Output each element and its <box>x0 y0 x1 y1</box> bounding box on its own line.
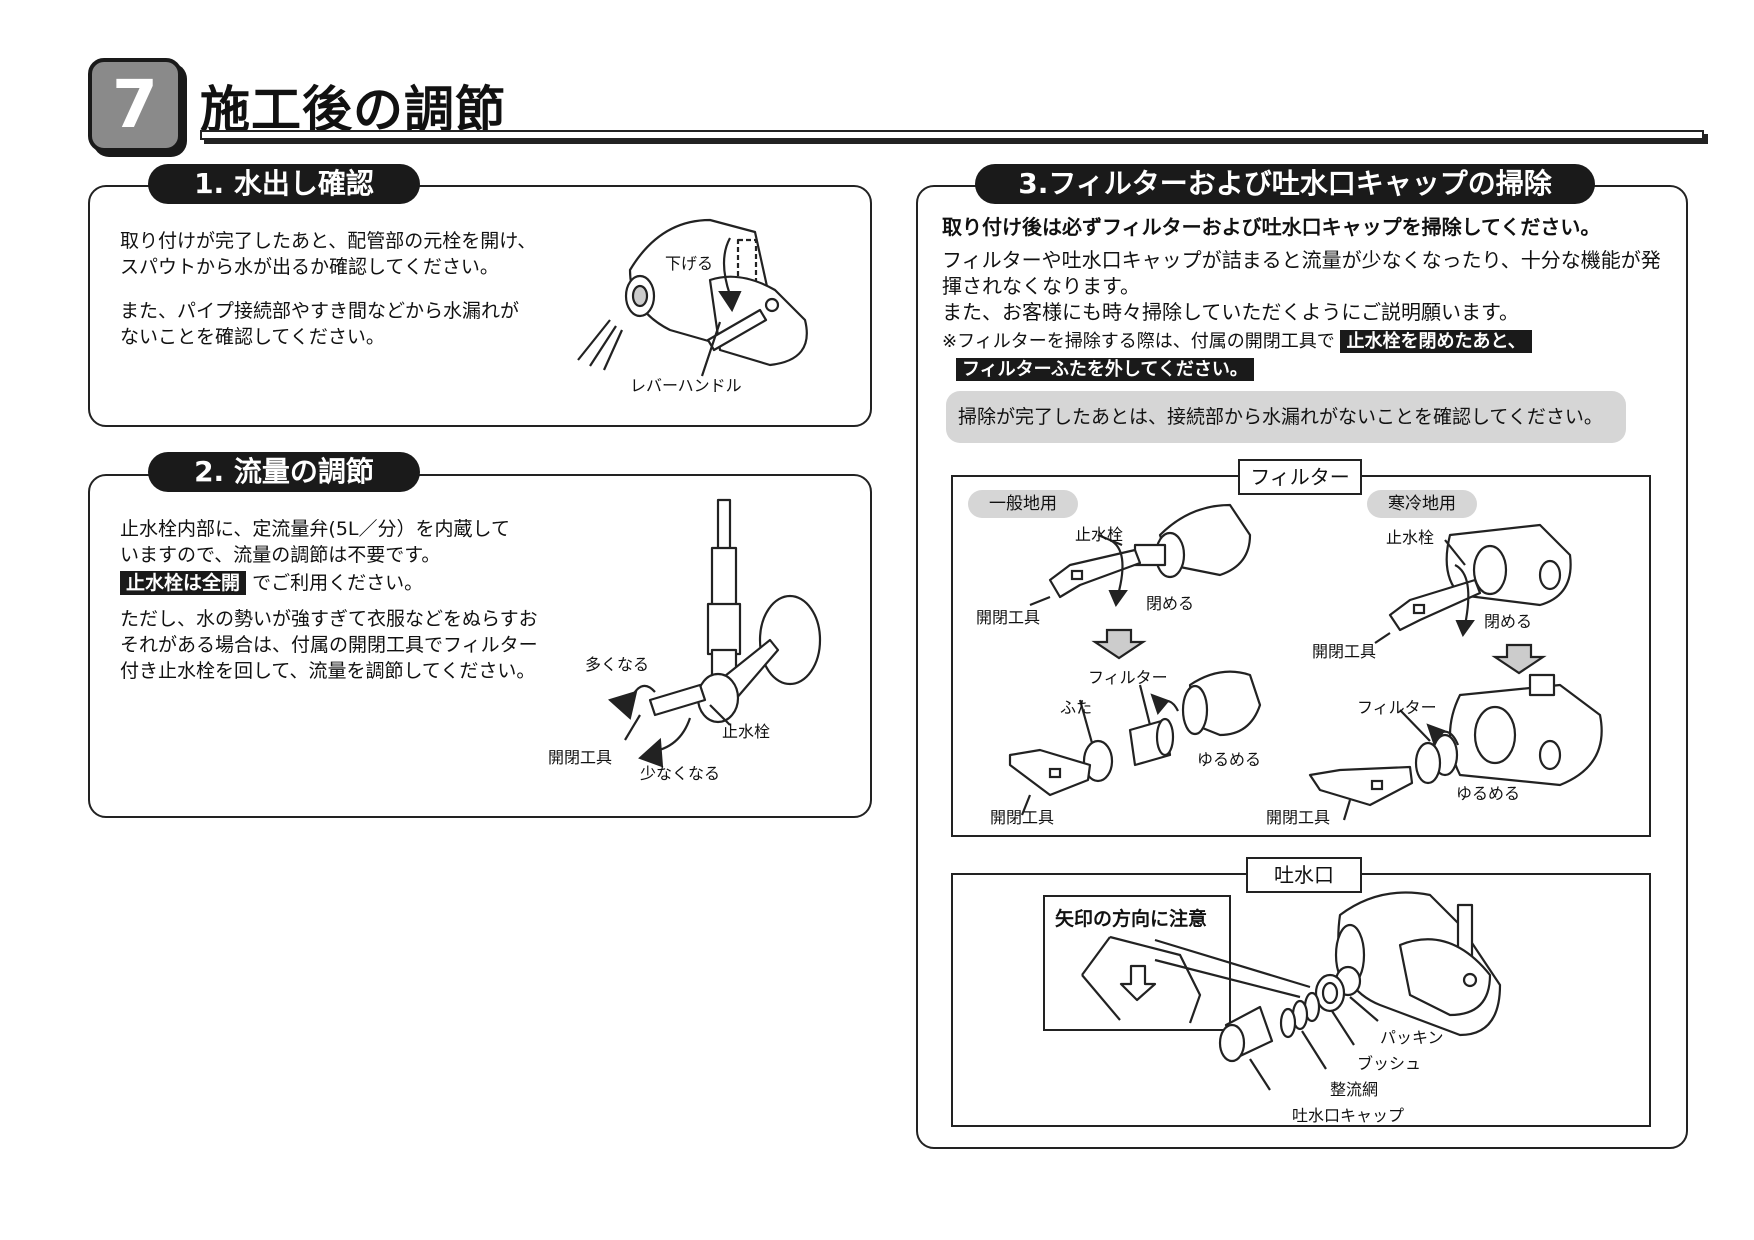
general-valve-label: 止水栓 <box>1075 525 1124 544</box>
section-flow-adjust-text: 止水栓内部に、定流量弁(5L／分）を内蔵して いますので、流量の調節は不要です。… <box>120 518 538 682</box>
spout-figure-label: 吐水口 <box>1246 857 1362 893</box>
fig-lever-label: レバーハンドル <box>630 376 742 395</box>
cold-area-tag: 寒冷地用 <box>1367 490 1477 518</box>
section-filter-note: ※フィルターを掃除する際は、付属の開閉工具で 止水栓を閉めたあと、 フィルターふ… <box>942 329 1532 383</box>
cold-loosen-label: ゆるめる <box>1456 784 1521 803</box>
lever-leader-line <box>700 321 722 377</box>
section-flow-adjust-title: 2. 流量の調節 <box>148 452 420 492</box>
mesh-label: 整流網 <box>1330 1080 1379 1099</box>
section-filter-text: フィルターや吐水口キャップが詰まると流量が少なくなったり、十分な機能が発 揮され… <box>942 248 1661 324</box>
cold-tool2-label: 開閉工具 <box>1266 808 1331 827</box>
cold-valve-label: 止水栓 <box>1386 528 1435 547</box>
section-water-check-title: 1. 水出し確認 <box>148 164 420 204</box>
section-number-badge: 7 <box>88 58 182 152</box>
fig-less-label: 少なくなる <box>640 764 721 783</box>
bush-label: ブッシュ <box>1357 1054 1422 1073</box>
general-close-label: 閉める <box>1146 594 1195 613</box>
spout-parts-illustration <box>1154 891 1502 1091</box>
page-title: 施工後の調節 <box>200 81 506 139</box>
general-tool2-label: 開閉工具 <box>990 808 1055 827</box>
packing-label: パッキン <box>1380 1028 1444 1047</box>
general-loosen-label: ゆるめる <box>1197 750 1262 769</box>
fig-valve-label: 止水栓 <box>722 722 771 741</box>
cold-loosen-illustration <box>1308 673 1603 821</box>
stop-valve-illustration <box>608 498 822 768</box>
down-arrow <box>1091 628 1147 660</box>
section-filter-lead: 取り付け後は必ずフィルターおよび吐水口キャップを掃除してください。 <box>942 215 1601 239</box>
general-filter-label: フィルター <box>1088 668 1168 687</box>
section-flow-adjust <box>88 474 872 818</box>
fully-open-highlight: 止水栓は全開 <box>120 571 247 595</box>
cold-close-label: 閉める <box>1484 612 1533 631</box>
general-tool-label: 開閉工具 <box>976 608 1041 627</box>
title-rule <box>200 130 1704 140</box>
cold-close-illustration <box>1374 523 1572 644</box>
down-arrow-cold <box>1491 643 1547 675</box>
fig-more-label: 多くなる <box>585 655 650 674</box>
cold-filter-label: フィルター <box>1357 698 1437 717</box>
section-filter-clean-title: 3.フィルターおよび吐水口キャップの掃除 <box>975 164 1595 204</box>
arrow-note-text: 矢印の方向に注意 <box>1055 908 1208 930</box>
spout-cap-label: 吐水口キャップ <box>1292 1106 1405 1125</box>
general-area-tag: 一般地用 <box>968 490 1078 518</box>
general-close-illustration <box>1029 503 1252 608</box>
filter-figure-label: フィルター <box>1238 459 1362 495</box>
cold-tool-label: 開閉工具 <box>1312 642 1377 661</box>
fig-tool-label: 開閉工具 <box>548 748 613 767</box>
leak-check-note: 掃除が完了したあとは、接続部から水漏れがないことを確認してください。 <box>946 391 1626 443</box>
general-loosen-illustration <box>1008 670 1262 816</box>
faucet-lever-illustration <box>577 218 808 371</box>
section-water-check-text: 取り付けが完了したあと、配管部の元栓を開け、 スパウトから水が出るか確認してくだ… <box>120 230 537 348</box>
general-lid-label: ふた <box>1060 698 1093 717</box>
arrow-direction-illustration <box>1081 935 1202 1024</box>
fig-down-label: 下げる <box>665 254 714 273</box>
